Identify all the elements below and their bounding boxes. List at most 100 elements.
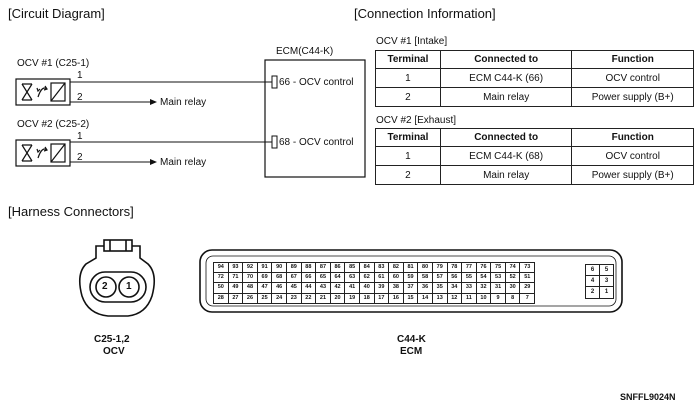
- harness-connectors-heading: [Harness Connectors]: [8, 204, 134, 219]
- main-relay-label-1: Main relay: [160, 97, 207, 108]
- connector-pin: 5: [599, 263, 614, 277]
- table-row: 2 Main relay Power supply (B+): [375, 87, 694, 107]
- connector-pin: 80: [417, 261, 433, 274]
- connector-pin: 70: [242, 272, 258, 284]
- connector-pin: 37: [402, 282, 419, 294]
- connector-pin: 63: [344, 272, 360, 284]
- connector-pin: 12: [446, 292, 463, 304]
- connector-pin: 62: [358, 272, 375, 284]
- connector-pin: 39: [373, 282, 390, 294]
- ocv2-symbol: [15, 139, 71, 167]
- connector-pin: 30: [504, 282, 521, 294]
- connector-pin: 76: [475, 261, 492, 274]
- cell-connected: ECM C44-K (68): [439, 146, 573, 166]
- col-connected-to: Connected to: [439, 128, 573, 147]
- cell-terminal: 2: [375, 87, 441, 107]
- connector-pin: 53: [490, 272, 506, 284]
- connector-pin: 57: [431, 272, 448, 284]
- ocv1-pin2: 2: [77, 92, 83, 103]
- cell-function: Power supply (B+): [571, 165, 694, 185]
- table1-title: OCV #1 [Intake]: [376, 36, 448, 47]
- col-terminal: Terminal: [375, 50, 441, 69]
- cell-function: OCV control: [571, 68, 694, 88]
- connector-pin: 8: [504, 292, 521, 304]
- relay-arrow-2: [150, 159, 157, 165]
- ocv-connector-caption-2: OCV: [103, 346, 125, 357]
- ocv-pin-2: 2: [102, 281, 108, 292]
- connector-pin: 41: [344, 282, 360, 294]
- connector-pin: 9: [490, 292, 506, 304]
- col-function: Function: [571, 128, 694, 147]
- cell-terminal: 2: [375, 165, 441, 185]
- connector-pin: 55: [461, 272, 477, 284]
- connector-pin: 61: [373, 272, 390, 284]
- connector-pin: 50: [213, 282, 229, 294]
- connector-pin: 86: [329, 261, 346, 274]
- ecm-connector-caption: C44-K: [397, 334, 426, 345]
- relay-arrow-1: [150, 99, 157, 105]
- cell-function: OCV control: [571, 146, 694, 166]
- connector-pin: 52: [504, 272, 521, 284]
- col-terminal: Terminal: [375, 128, 441, 147]
- connector-pin: 25: [256, 292, 273, 304]
- connector-pin: 67: [285, 272, 302, 284]
- connector-pin: 82: [388, 261, 404, 274]
- cell-function: Power supply (B+): [571, 87, 694, 107]
- connector-pin: 72: [213, 272, 229, 284]
- connector-pin: 93: [227, 261, 244, 274]
- ocv-connector: [78, 239, 156, 317]
- connector-pin: 81: [402, 261, 419, 274]
- connector-pin: 17: [373, 292, 390, 304]
- ocv-pin-1: 1: [126, 281, 132, 292]
- connector-pin: 40: [358, 282, 375, 294]
- ecm-connector-caption-2: ECM: [400, 346, 423, 357]
- connector-pin: 89: [285, 261, 302, 274]
- connector-pin: 74: [504, 261, 521, 274]
- connector-pin: 10: [475, 292, 492, 304]
- connector-pin: 87: [315, 261, 331, 274]
- cell-terminal: 1: [375, 68, 441, 88]
- connector-pin: 43: [315, 282, 331, 294]
- connector-pin: 45: [285, 282, 302, 294]
- connector-pin: 26: [242, 292, 258, 304]
- connector-pin: 59: [402, 272, 419, 284]
- connector-pin: 31: [490, 282, 506, 294]
- cell-connected: ECM C44-K (66): [439, 68, 573, 88]
- connector-pin: 44: [300, 282, 317, 294]
- connector-pin: 88: [300, 261, 317, 274]
- figure-code: SNFFL9024N: [620, 392, 676, 402]
- connector-pin: 54: [475, 272, 492, 284]
- connection-table-ocv1: Terminal Connected to Function 1 ECM C44…: [375, 50, 694, 107]
- connector-pin: 22: [300, 292, 317, 304]
- table-row: 1 ECM C44-K (66) OCV control: [375, 68, 694, 88]
- connector-pin: 46: [271, 282, 287, 294]
- connector-pin: 6: [585, 263, 600, 277]
- connector-pin: 73: [519, 261, 536, 274]
- connector-pin: 56: [446, 272, 463, 284]
- connector-pin: 51: [519, 272, 536, 284]
- connector-pin: 36: [417, 282, 433, 294]
- connector-pin: 19: [344, 292, 360, 304]
- ocv-connector-caption: C25-1,2: [94, 334, 130, 345]
- connector-pin: 4: [585, 275, 600, 288]
- connector-pin: 38: [388, 282, 404, 294]
- ecm-terminal-68: [271, 135, 278, 149]
- connector-pin: 11: [461, 292, 477, 304]
- connector-pin: 1: [599, 286, 614, 299]
- table-row: 2 Main relay Power supply (B+): [375, 165, 694, 185]
- connector-pin: 85: [344, 261, 360, 274]
- connector-pin: 69: [256, 272, 273, 284]
- ocv1-symbol: [15, 78, 71, 106]
- connector-pin: 47: [256, 282, 273, 294]
- connector-pin: 7: [519, 292, 536, 304]
- connector-pin: 75: [490, 261, 506, 274]
- connector-pin: 21: [315, 292, 331, 304]
- ocv2-pin2: 2: [77, 152, 83, 163]
- ecm-connector-inner: [205, 255, 617, 307]
